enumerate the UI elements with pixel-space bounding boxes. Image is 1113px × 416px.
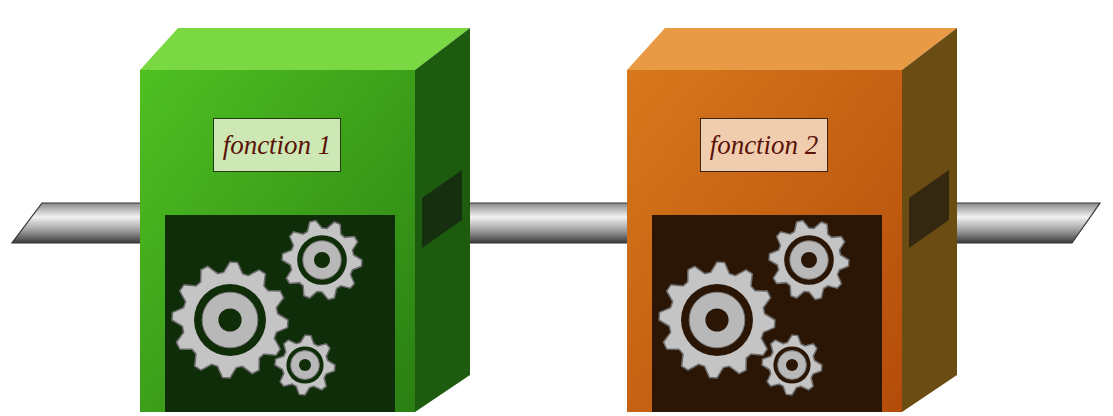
box-front — [140, 70, 415, 412]
box-slot — [909, 170, 949, 248]
box-top — [627, 28, 957, 70]
box-illustration — [140, 20, 470, 412]
gears — [172, 220, 362, 395]
function-label: fonction 2 — [700, 118, 829, 172]
box-slot — [422, 170, 462, 248]
function-label: fonction 1 — [213, 118, 342, 172]
box-side — [415, 28, 470, 412]
box-illustration — [627, 20, 957, 412]
function-box: fonction 1 — [140, 20, 470, 412]
function-box: fonction 2 — [627, 20, 957, 412]
gear — [769, 220, 849, 299]
gear — [282, 220, 362, 299]
conveyor-left — [12, 203, 150, 243]
gear — [275, 335, 335, 395]
box-top — [140, 28, 470, 70]
gears — [659, 220, 849, 395]
conveyor-rim — [466, 203, 631, 243]
gear-window — [165, 215, 395, 412]
conveyor-bar — [466, 203, 631, 243]
box-side — [902, 28, 957, 412]
gear-window — [652, 215, 882, 412]
conveyor-right — [955, 203, 1100, 243]
gear — [172, 262, 288, 378]
gear — [762, 335, 822, 395]
box-front — [627, 70, 902, 412]
gear — [659, 262, 775, 378]
